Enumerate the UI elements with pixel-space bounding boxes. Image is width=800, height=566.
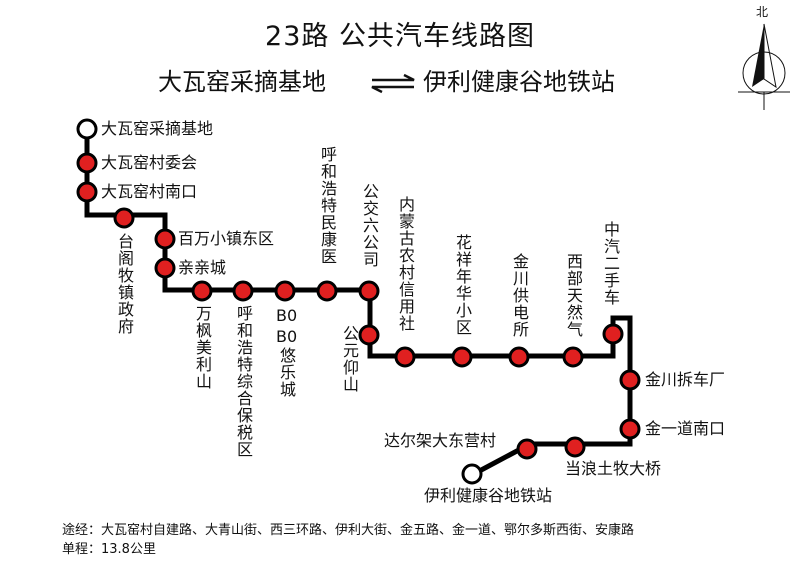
- stop-label: 呼和浩特民康医: [318, 146, 337, 265]
- stop-label: 亲亲城: [178, 258, 227, 277]
- stop-marker: [562, 346, 584, 368]
- stop-label: 达尔架大东营村: [384, 431, 497, 450]
- stop-label: 中汽二手车: [601, 221, 620, 306]
- stop-label: 当浪土牧大桥: [565, 459, 662, 478]
- stop-label: 大瓦窑采摘基地: [101, 119, 214, 138]
- north-compass-icon: 北: [738, 5, 790, 110]
- stop-label: 伊利健康谷地铁站: [424, 486, 553, 505]
- origin-terminal-title: 大瓦窑采摘基地: [158, 68, 326, 96]
- stop-label: 公交六公司: [360, 183, 379, 268]
- stop-label: 呼和浩特综合保税区: [234, 305, 253, 458]
- stop-label: 西部天然气: [564, 253, 583, 338]
- stop-marker: [619, 418, 641, 440]
- stop-label: 大瓦窑村委会: [101, 153, 198, 172]
- stop-marker: [154, 228, 176, 250]
- stop-marker: [113, 207, 135, 229]
- stop-marker: [358, 324, 380, 346]
- stop-marker: [619, 369, 641, 391]
- stop-label: 大瓦窑村南口: [101, 182, 198, 201]
- stop-marker: [76, 152, 98, 174]
- stop-marker: [358, 280, 380, 302]
- stop-label: 公元仰山: [340, 325, 359, 393]
- stop-marker: [508, 346, 530, 368]
- stop-label: 万枫美利山: [193, 305, 212, 390]
- stop-marker: [232, 280, 254, 302]
- stop-label: 花祥年华小区: [453, 234, 472, 336]
- route-via-streets: 途经：大瓦窑村自建路、大青山街、西三环路、伊利大街、金五路、金一道、鄂尔多斯西街…: [62, 523, 635, 538]
- stop-marker-terminal: [461, 463, 483, 485]
- stop-marker: [76, 181, 98, 203]
- stop-label: 金一道南口: [645, 419, 726, 438]
- route-distance: 单程：13.8公里: [62, 542, 156, 557]
- stop-marker: [191, 280, 213, 302]
- stop-label: 台阁牧镇政府: [115, 233, 134, 335]
- stop-marker: [154, 257, 176, 279]
- stop-marker-terminal: [76, 118, 98, 140]
- stop-marker: [316, 280, 338, 302]
- compass-label: 北: [756, 5, 768, 19]
- stop-marker: [274, 280, 296, 302]
- route-line: [84, 128, 633, 479]
- stop-marker: [516, 438, 538, 460]
- stop-label: 百万小镇东区: [178, 229, 275, 248]
- stop-label: 内蒙古农村信用社: [396, 196, 415, 332]
- page-title: 23路 公共汽车线路图: [265, 21, 535, 52]
- stop-label: 金川拆车厂: [645, 370, 726, 389]
- bidirectional-arrows-icon: [371, 73, 415, 94]
- destination-terminal-title: 伊利健康谷地铁站: [423, 68, 615, 96]
- stop-marker: [564, 436, 586, 458]
- stop-label: 金川供电所: [510, 253, 529, 338]
- stop-marker: [451, 346, 473, 368]
- stop-marker: [394, 346, 416, 368]
- stop-marker: [602, 323, 624, 345]
